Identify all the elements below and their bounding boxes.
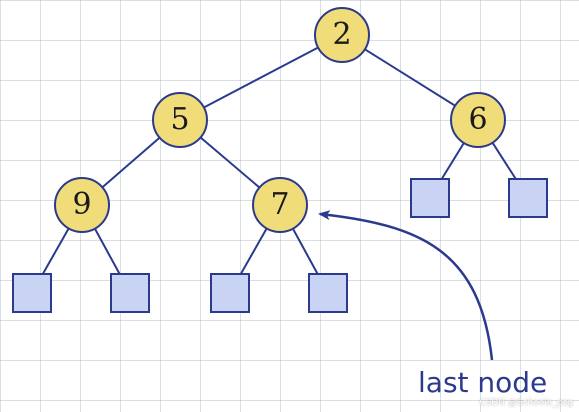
external-leaf-l7a bbox=[210, 273, 250, 313]
node-label: 7 bbox=[270, 187, 289, 222]
tree-node-6: 6 bbox=[450, 92, 506, 148]
node-label: 9 bbox=[72, 187, 91, 222]
node-circle bbox=[252, 177, 308, 233]
watermark: CSDN @Scheele_pzg bbox=[479, 398, 573, 408]
node-label: 2 bbox=[332, 17, 351, 52]
tree-node-9: 9 bbox=[54, 177, 110, 233]
node-circle bbox=[54, 177, 110, 233]
edge-n2-n5 bbox=[179, 34, 343, 121]
nodes-layer: 2 5 6 9 7 bbox=[54, 7, 506, 233]
leaves-layer bbox=[12, 178, 548, 313]
edges-layer bbox=[31, 34, 529, 294]
node-circle bbox=[450, 92, 506, 148]
tree-node-5: 5 bbox=[152, 92, 208, 148]
last-node-caption: last node bbox=[418, 366, 548, 399]
last-node-pointer-arrow bbox=[318, 210, 494, 361]
external-leaf-l6b bbox=[508, 178, 548, 218]
external-leaf-l7b bbox=[308, 273, 348, 313]
external-leaf-l6a bbox=[410, 178, 450, 218]
node-circle bbox=[152, 92, 208, 148]
node-label: 5 bbox=[170, 102, 189, 137]
external-leaf-l9b bbox=[110, 273, 150, 313]
tree-node-2: 2 bbox=[314, 7, 370, 63]
external-leaf-l9a bbox=[12, 273, 52, 313]
node-label: 6 bbox=[468, 102, 487, 137]
tree-node-7: 7 bbox=[252, 177, 308, 233]
node-circle bbox=[314, 7, 370, 63]
